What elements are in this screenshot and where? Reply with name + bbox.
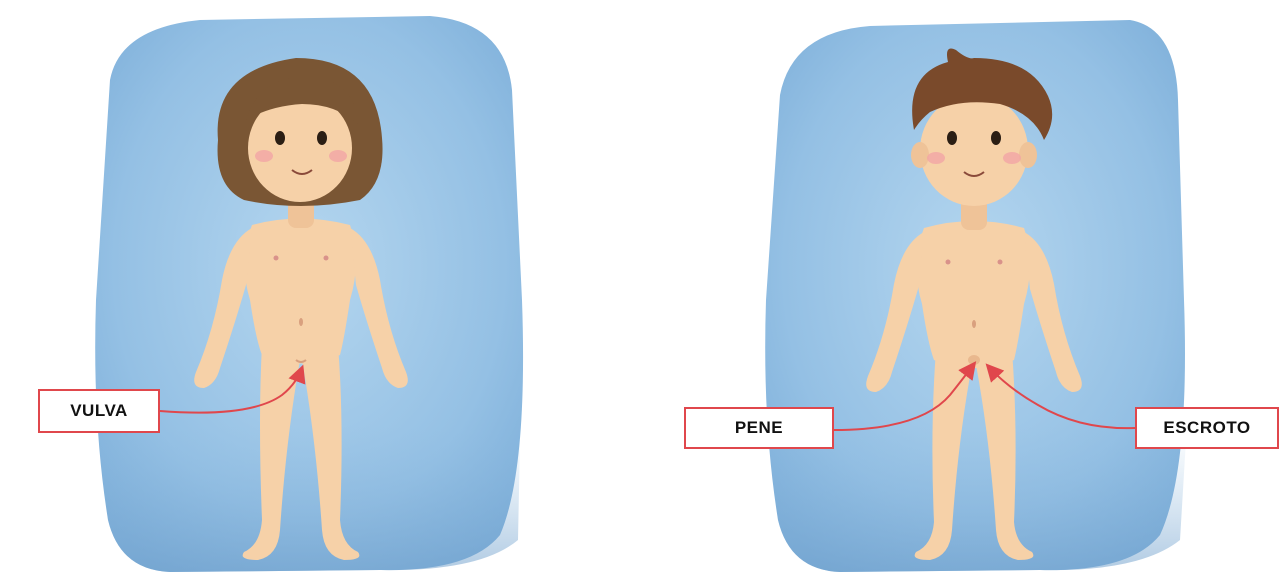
vulva-label: VULVA bbox=[38, 389, 160, 433]
vulva-label-text: VULVA bbox=[70, 401, 128, 421]
pene-label: PENE bbox=[684, 407, 834, 449]
escroto-label-text: ESCROTO bbox=[1163, 418, 1250, 438]
pene-label-text: PENE bbox=[735, 418, 783, 438]
girl-panel bbox=[95, 16, 523, 572]
escroto-label: ESCROTO bbox=[1135, 407, 1279, 449]
boy-panel bbox=[765, 20, 1186, 572]
